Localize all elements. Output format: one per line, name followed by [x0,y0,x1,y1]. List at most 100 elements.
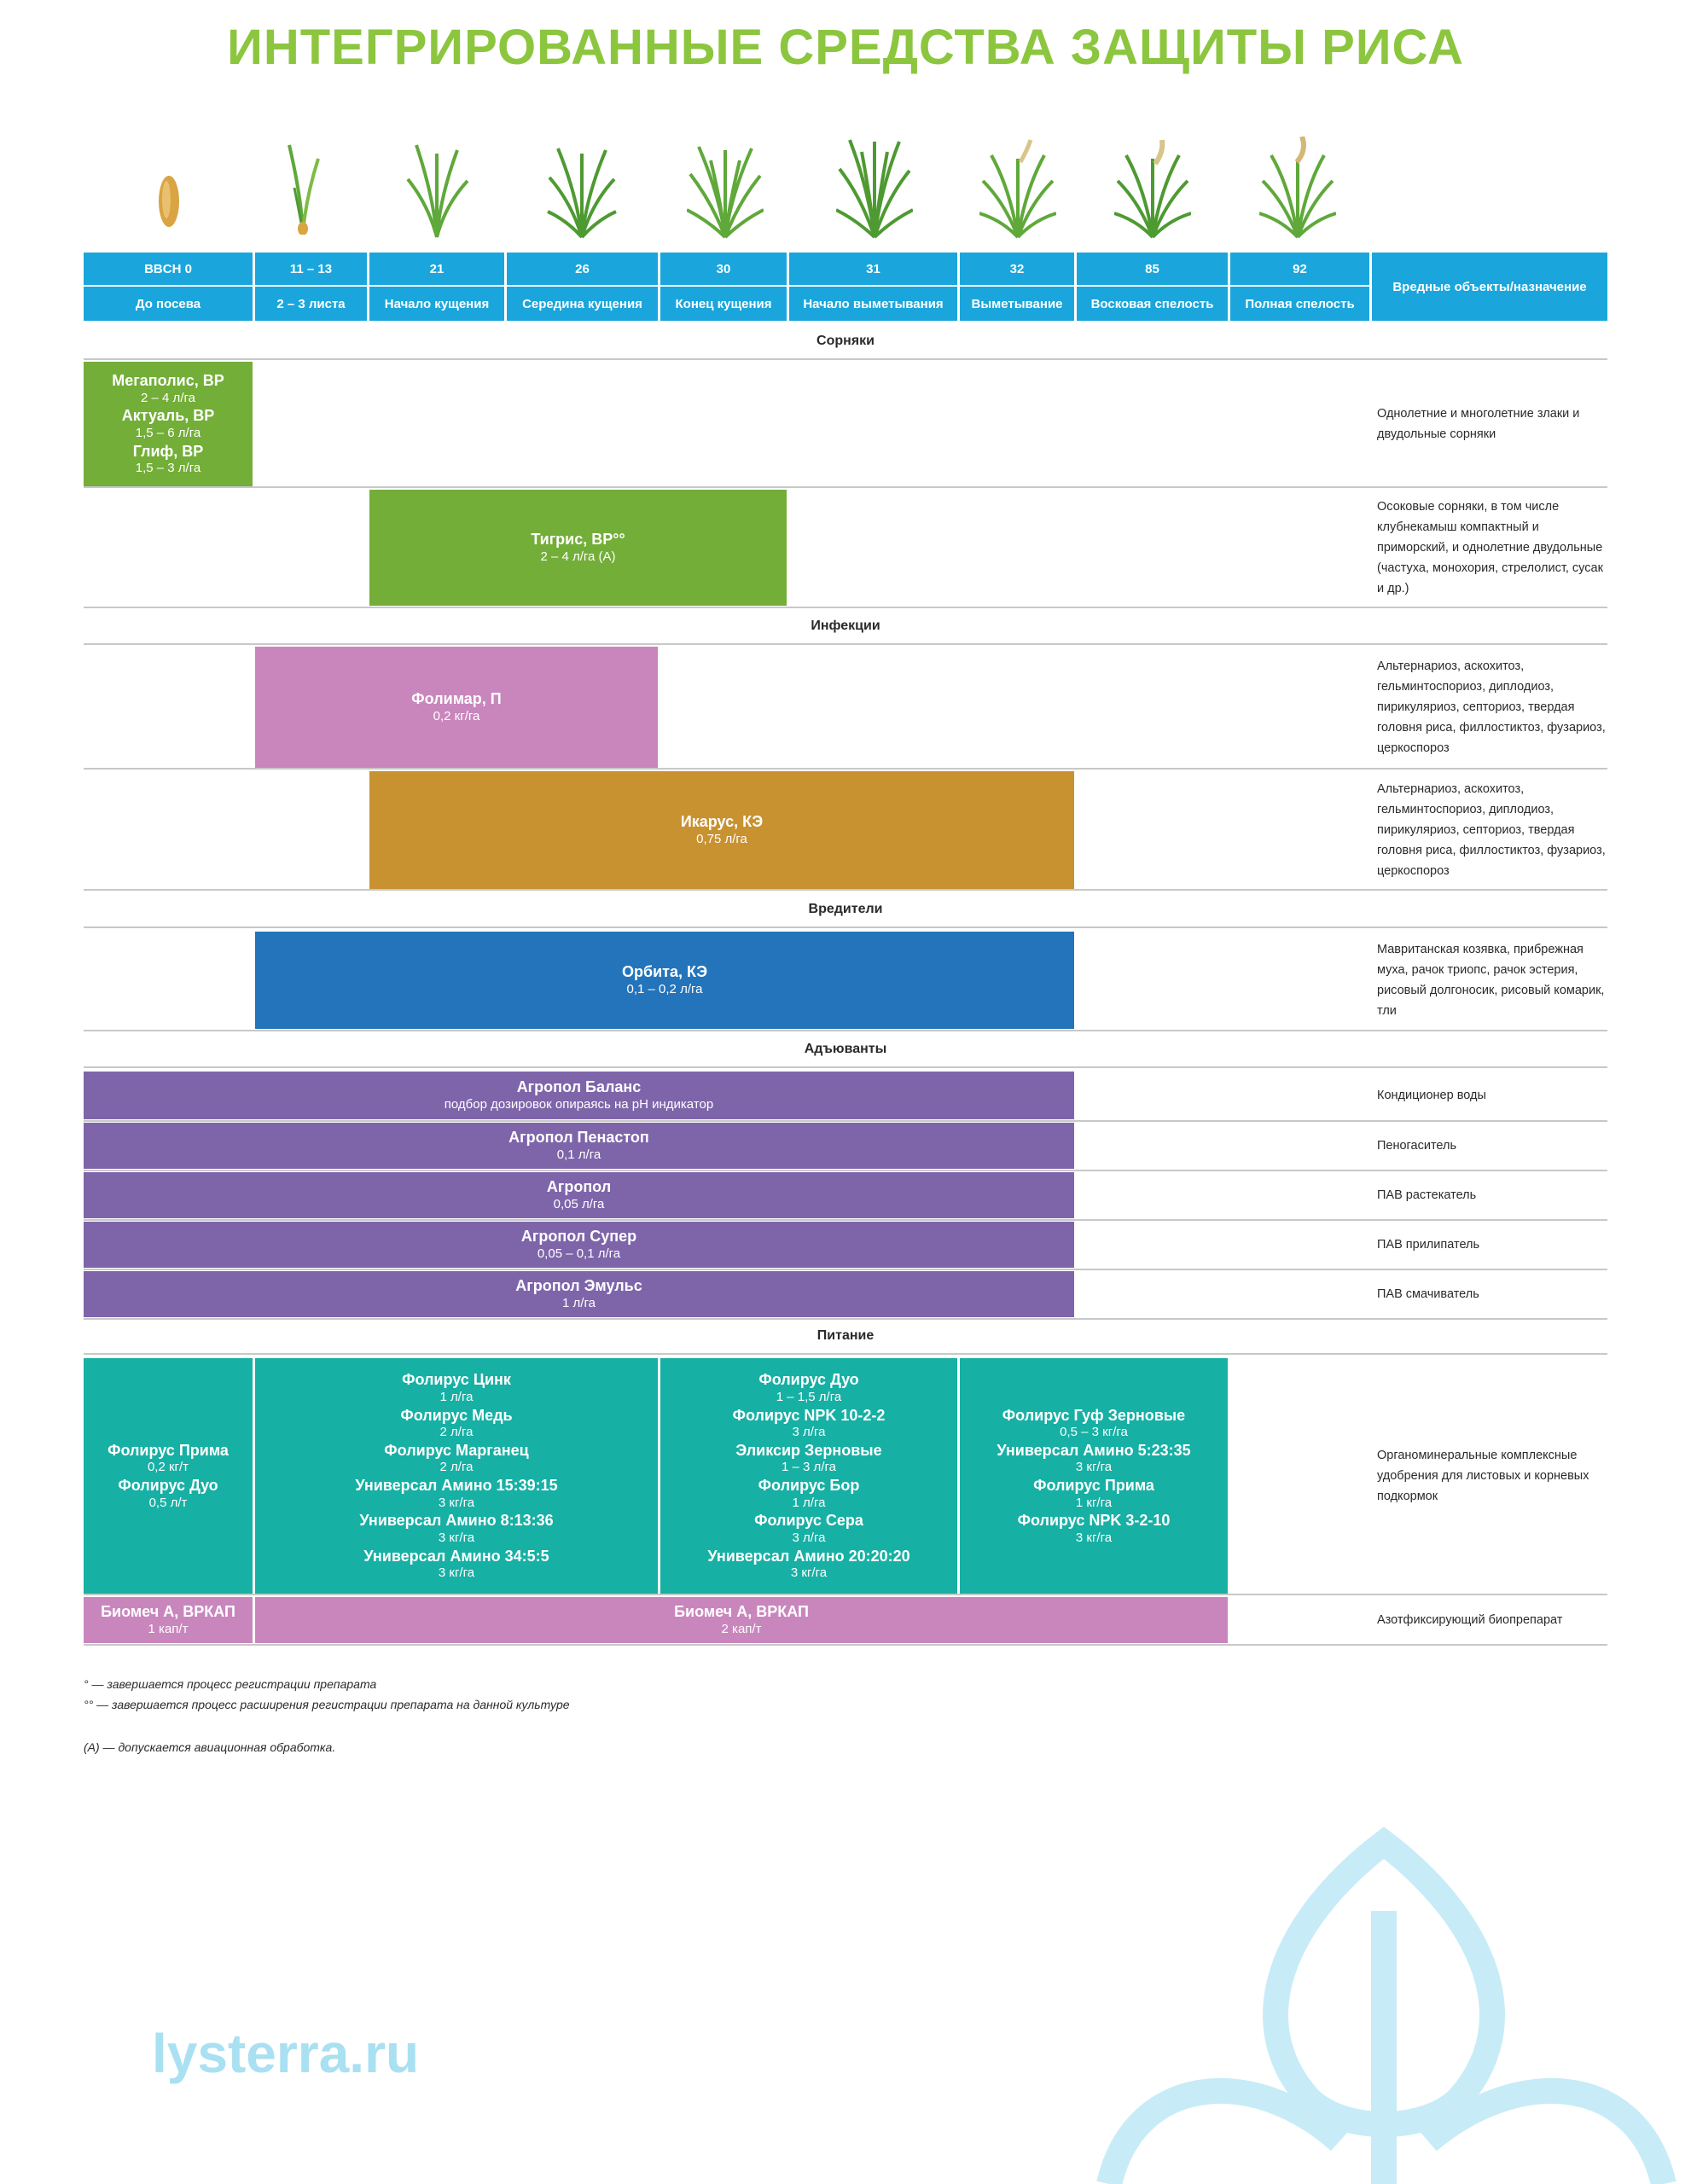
divider [84,926,1607,928]
footnote: (А) — допускается авиационная обработка. [84,1740,336,1754]
divider [84,643,1607,645]
herbicide-bar-tigris: Тигрис, ВР°° 2 – 4 л/га (А) [369,490,787,606]
divider [84,1594,1607,1595]
product-name: Универсал Амино 34:5:5 [363,1547,549,1565]
page-title: ИНТЕГРИРОВАННЫЕ СРЕДСТВА ЗАЩИТЫ РИСА [227,20,1464,75]
stage-code-bbch0: BBCH 0 [84,253,253,285]
target-description: Кондиционер воды [1377,1089,1486,1102]
nutrition-bar-presowing: Фолирус Прима 0,2 кг/т Фолирус Дуо 0,5 л… [84,1358,253,1594]
product-name: Фолирус Прима [1033,1477,1154,1494]
product-name: Фолирус NPK 10-2-2 [732,1406,886,1424]
stage-name-30: Конец кущения [660,287,787,321]
target-description: ПАВ смачиватель [1377,1287,1479,1301]
target-description: Альтернариоз, аскохитоз, гельминтоспорио… [1377,782,1606,878]
divider [84,1318,1607,1320]
nutrition-bar-heading: Фолирус Гуф Зерновые 0,5 – 3 кг/га Униве… [960,1358,1228,1594]
product-name: Фолирус Гуф Зерновые [1002,1406,1186,1424]
stage-name-31: Начало выметывания [789,287,957,321]
divider [84,1170,1607,1171]
divider [84,607,1607,608]
product-name: Эликсир Зерновые [735,1441,882,1459]
fungicide-bar-ikarus: Икарус, КЭ 0,75 л/га [369,771,1074,889]
section-weeds: Сорняки [816,334,875,348]
section-nutrition: Питание [816,1328,875,1343]
insecticide-bar-orbita: Орбита, КЭ 0,1 – 0,2 л/га [255,932,1074,1029]
product-name: Универсал Амино 8:13:36 [359,1512,554,1530]
adjuvant-bar: Агропол Пенастоп 0,1 л/га [84,1123,1074,1169]
product-name: Орбита, КЭ [621,963,708,981]
stage-name-92: Полная спелость [1230,287,1369,321]
product-name: Агропол Эмульс [515,1277,642,1295]
adjuvant-bar: Агропол Баланс подбор дозировок опираясь… [84,1072,1074,1119]
product-dose: 3 кг/га [1075,1530,1113,1545]
rice-plant-icon [836,139,913,239]
stage-name-bbch0: До посева [84,287,253,321]
divider [84,1120,1607,1122]
stage-code-30: 30 [660,253,787,285]
product-dose: 3 кг/га [438,1495,475,1510]
product-name: Биомеч А, ВРКАП [101,1603,235,1621]
product-dose: 3 л/га [792,1530,826,1545]
nutrition-bar-tillering: Фолирус Цинк 1 л/га Фолирус Медь 2 л/га … [255,1358,658,1594]
product-name: Фолирус Марганец [384,1441,529,1459]
product-name: Универсал Амино 15:39:15 [355,1477,558,1494]
biopreparation-bar-season: Биомеч А, ВРКАП 2 кап/т [255,1597,1228,1643]
target-description: Пеногаситель [1377,1139,1457,1153]
product-name: Икарус, КЭ [680,813,764,831]
product-name: Универсал Амино 20:20:20 [707,1547,910,1565]
target-description: Азотфиксирующий биопрепарат [1377,1613,1563,1627]
stage-name-11-13: 2 – 3 листа [255,287,367,321]
divider [84,1219,1607,1221]
product-dose: 2 – 4 л/га [141,390,195,405]
section-adjuvants: Адъюванты [804,1042,887,1056]
biopreparation-bar-presowing: Биомеч А, ВРКАП 1 кап/т [84,1597,253,1643]
rice-seedling-icon [288,144,320,235]
rice-plant-icon [547,148,617,239]
rice-panicle-icon [1114,139,1191,239]
target-description: ПАВ прилипатель [1377,1238,1480,1252]
product-dose: 0,1 л/га [556,1147,601,1162]
product-name: Глиф, ВР [132,442,204,460]
rice-plant-icon [406,144,469,238]
nutrition-bar-booting: Фолирус Дуо 1 – 1,5 л/га Фолирус NPK 10-… [660,1358,957,1594]
adjuvant-bar: Агропол Эмульс 1 л/га [84,1271,1074,1317]
product-name: Агропол Супер [520,1228,637,1246]
rice-panicle-icon [979,139,1056,239]
footnote: °° — завершается процесс расширения реги… [84,1698,570,1711]
target-description: Однолетние и многолетние злаки и двудоль… [1377,407,1580,441]
product-name: Агропол Пенастоп [508,1129,649,1147]
divider [84,1353,1607,1355]
product-dose: 0,2 кг/т [147,1460,189,1475]
product-dose: 2 л/га [439,1460,474,1475]
product-dose: 2 кап/т [721,1621,762,1636]
herbicide-bar-presowing: Мегаполис, ВР 2 – 4 л/га Актуаль, ВР 1,5… [84,362,253,486]
adjuvant-bar: Агропол Супер 0,05 – 0,1 л/га [84,1222,1074,1268]
product-dose: 1 л/га [439,1389,474,1404]
footnote: ° — завершается процесс регистрации преп… [84,1677,377,1691]
product-name: Агропол Баланс [516,1078,642,1096]
product-dose: 1 – 3 л/га [782,1460,836,1475]
product-dose: 0,05 – 0,1 л/га [537,1246,621,1261]
product-dose: 1 кап/т [148,1621,189,1636]
stage-code-21: 21 [369,253,504,285]
section-infections: Инфекции [811,619,880,633]
targets-header: Вредные объекты/назначение [1372,253,1607,321]
site-url[interactable]: lysterra.ru [152,2023,420,2084]
stage-name-85: Восковая спелость [1077,287,1228,321]
rice-panicle-icon [1259,136,1336,239]
target-description: ПАВ растекатель [1377,1188,1477,1202]
product-dose: 1 кг/га [1075,1495,1113,1510]
product-dose: 1,5 – 3 л/га [135,461,201,476]
target-description: Органоминеральные комплексные удобрения … [1377,1449,1589,1503]
product-name: Тигрис, ВР°° [531,531,625,549]
product-name: Мегаполис, ВР [112,372,224,390]
divider [84,768,1607,770]
target-description: Осоковые сорняки, в том числе клубнекамы… [1377,500,1603,595]
section-pests: Вредители [808,902,883,916]
product-dose: 3 кг/га [438,1530,475,1545]
product-dose: 1 – 1,5 л/га [776,1389,842,1404]
stage-code-26: 26 [507,253,658,285]
product-dose: 3 кг/га [790,1565,828,1580]
product-name: Биомеч А, ВРКАП [674,1603,809,1621]
product-dose: 2 – 4 л/га (А) [540,549,616,564]
